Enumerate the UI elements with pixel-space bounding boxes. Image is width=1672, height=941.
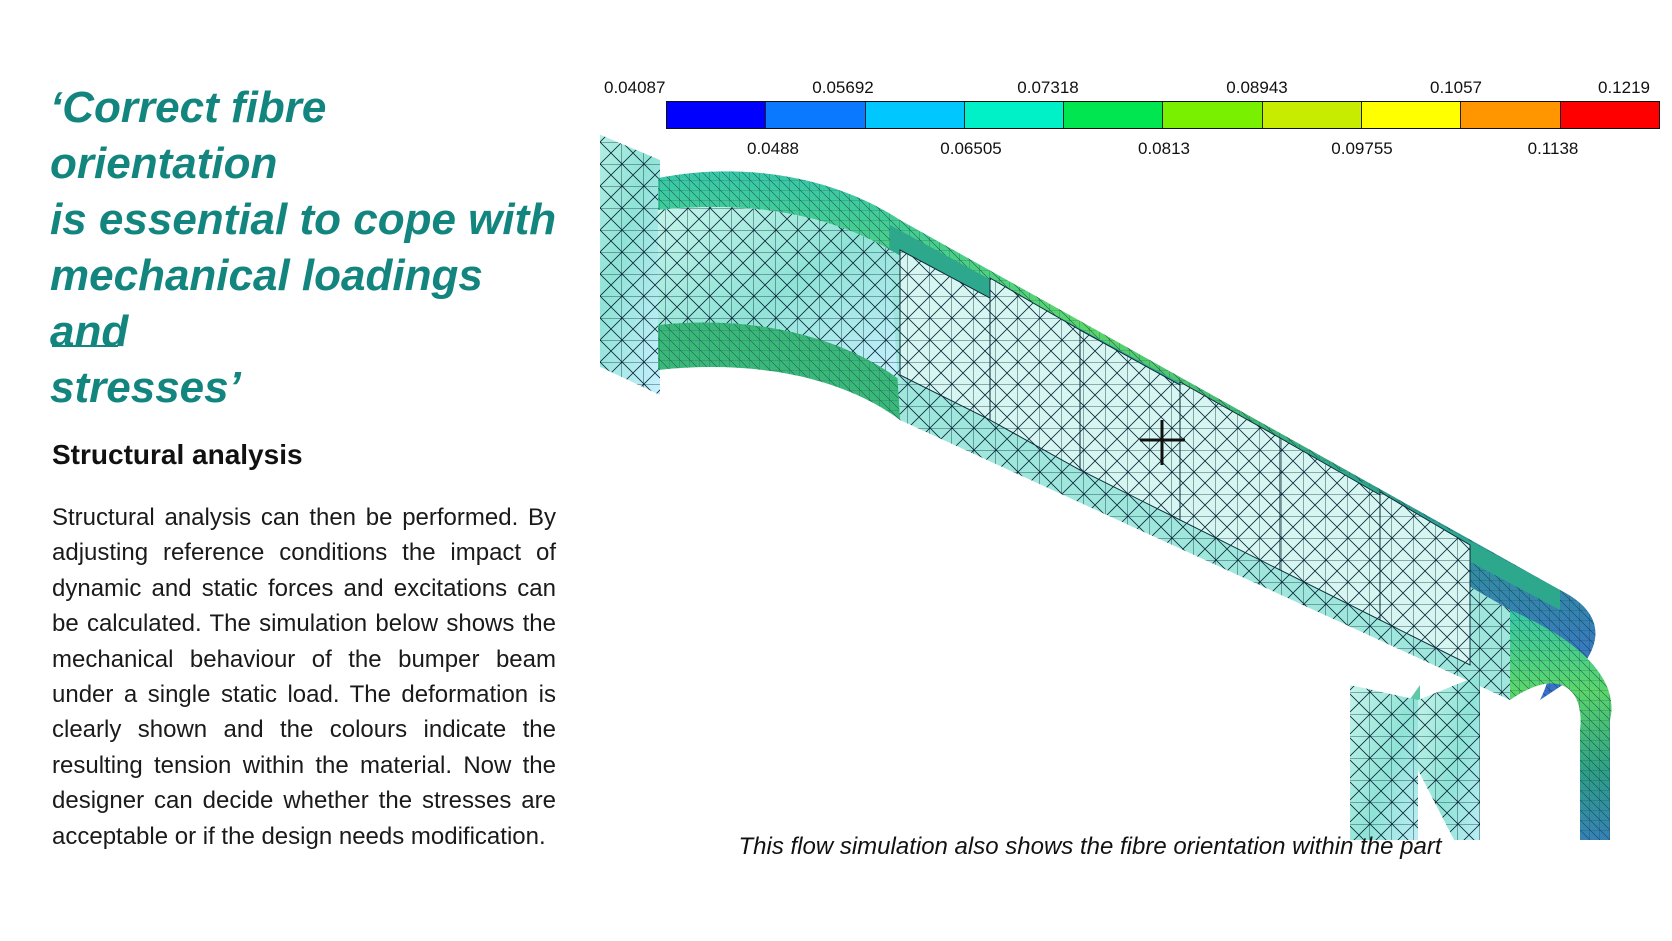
pull-quote: ‘Correct fibre orientation is essential … bbox=[50, 80, 560, 416]
scale-tick-label: 0.08943 bbox=[1226, 78, 1288, 97]
body-line: mechanical behaviour of the bumper beam bbox=[52, 645, 556, 673]
scale-swatch bbox=[1064, 102, 1164, 128]
pull-quote-line: mechanical loadings and bbox=[50, 251, 483, 356]
scale-tick-label: 0.1219 bbox=[1598, 78, 1650, 97]
scale-swatch bbox=[1163, 102, 1263, 128]
scale-swatch bbox=[766, 102, 866, 128]
scale-tick-label: 0.06505 bbox=[940, 139, 1002, 158]
pull-quote-line: is essential to cope with bbox=[50, 195, 557, 244]
stress-color-scale bbox=[666, 101, 1660, 129]
scale-swatch bbox=[1461, 102, 1561, 128]
load-marker-icon bbox=[1140, 420, 1185, 465]
body-line: be calculated. The simulation below show… bbox=[52, 610, 556, 638]
scale-tick-label: 0.0488 bbox=[747, 139, 799, 158]
fe-mesh-bumper-beam-icon bbox=[600, 134, 1612, 840]
scale-tick-label: 0.1057 bbox=[1430, 78, 1482, 97]
body-line: acceptable or if the design needs modifi… bbox=[52, 822, 546, 850]
scale-swatch bbox=[1262, 102, 1363, 128]
pull-quote-line: stresses’ bbox=[50, 363, 241, 412]
body-line: clearly shown and the colours indicate t… bbox=[52, 716, 556, 744]
scale-swatch bbox=[964, 102, 1065, 128]
scale-tick-label: 0.1138 bbox=[1527, 139, 1579, 158]
scale-tick-label: 0.05692 bbox=[812, 78, 874, 97]
scale-swatch bbox=[667, 102, 767, 128]
body-line: under a single static load. The deformat… bbox=[52, 681, 556, 709]
fe-mesh-bumper-beam-figure bbox=[600, 120, 1670, 840]
body-line: Structural analysis can then be performe… bbox=[52, 504, 556, 531]
body-line: dynamic and static forces and excitation… bbox=[52, 574, 556, 602]
scale-swatch bbox=[865, 102, 965, 128]
body-line: resulting tension within the material. N… bbox=[52, 751, 556, 779]
section-body: Structural analysis can then be performe… bbox=[52, 500, 556, 854]
section-heading: Structural analysis bbox=[52, 439, 303, 470]
figure-caption: This flow simulation also shows the fibr… bbox=[738, 833, 1442, 860]
pull-quote-line: ‘Correct fibre orientation bbox=[50, 83, 327, 188]
scale-tick-label: 0.07318 bbox=[1017, 78, 1079, 97]
scale-swatch bbox=[1560, 102, 1659, 128]
scale-tick-label: 0.04087 bbox=[604, 78, 666, 97]
body-line: designer can decide whether the stresses… bbox=[52, 787, 556, 815]
body-line: adjusting reference conditions the impac… bbox=[52, 539, 556, 567]
scale-swatch bbox=[1362, 102, 1462, 128]
scale-tick-label: 0.0813 bbox=[1138, 139, 1190, 158]
scale-tick-label: 0.09755 bbox=[1331, 139, 1393, 158]
accent-divider bbox=[52, 345, 118, 347]
